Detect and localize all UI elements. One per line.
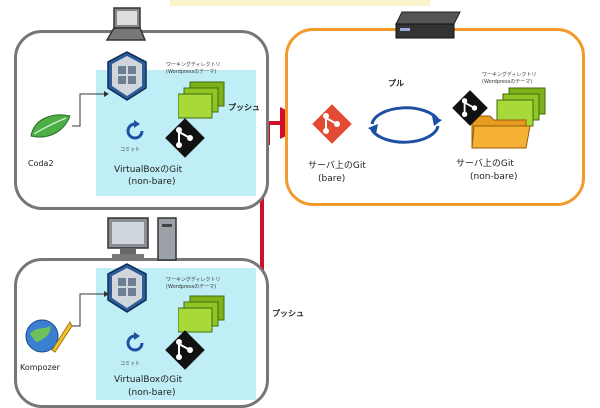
git-repo-label: VirtualBoxのGit	[114, 165, 183, 175]
commit-cycle-icon	[126, 120, 144, 140]
folder-icon	[178, 295, 225, 333]
virtualbox-icon	[107, 51, 147, 101]
working-directory-sublabel: (Wordpressのテーマ)	[166, 284, 217, 290]
bare-repo-sublabel: (bare)	[318, 174, 346, 184]
editor-label: Kompozer	[20, 363, 60, 372]
folder-icon	[471, 115, 531, 149]
commit-cycle-icon	[126, 332, 144, 352]
commit-label: コミット	[120, 147, 141, 153]
commit-label: コミット	[120, 361, 141, 367]
working-directory-label: ワーキングディレクトリ	[482, 72, 537, 78]
virtualbox-icon	[107, 263, 147, 313]
leaf-icon	[30, 114, 71, 138]
top-strip	[170, 0, 430, 6]
desktop-computer-icon	[107, 217, 177, 261]
working-directory-label: ワーキングディレクトリ	[166, 277, 221, 283]
server-git-sublabel: (non-bare)	[470, 172, 518, 182]
editor-connector	[72, 91, 109, 127]
working-directory-sublabel: (Wordpressのテーマ)	[482, 79, 533, 85]
editor-label: Coda2	[28, 159, 54, 168]
git-repo-label: VirtualBoxのGit	[114, 375, 183, 385]
push-label: プッシュ	[228, 103, 260, 112]
working-directory-label: ワーキングディレクトリ	[166, 62, 221, 68]
server-git-label: サーバ上のGit	[456, 159, 514, 169]
push-label: プッシュ	[272, 309, 304, 318]
editor-connector	[72, 291, 109, 327]
working-directory-sublabel: (Wordpressのテーマ)	[166, 69, 217, 75]
pull-label: プル	[388, 79, 404, 88]
git-repo-sublabel: (non-bare)	[128, 388, 176, 398]
kompozer-icon	[25, 319, 73, 353]
pull-cycle-icon	[368, 106, 442, 144]
laptop-icon	[105, 7, 147, 41]
server-icon	[395, 11, 461, 39]
git-icon	[452, 90, 488, 126]
git-icon	[312, 104, 352, 144]
folder-icon	[178, 81, 225, 119]
git-repo-sublabel: (non-bare)	[128, 177, 176, 187]
git-icon	[165, 330, 205, 370]
bare-repo-label: サーバ上のGit	[308, 161, 366, 171]
git-icon	[165, 118, 205, 158]
